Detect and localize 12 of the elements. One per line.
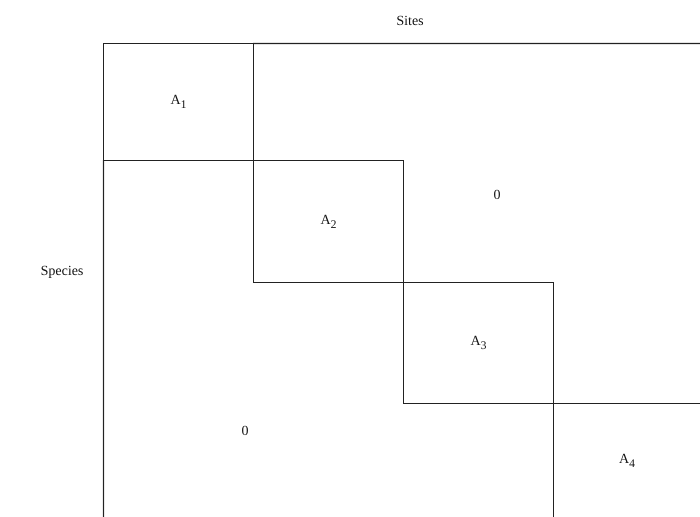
matrix-block [103,43,254,161]
matrix-block [253,160,404,283]
zero-label: 0 [494,188,500,204]
axis-title: Species [40,264,84,280]
zero-label: 0 [242,424,248,440]
block-label: A$_{3}$ [470,334,486,352]
block-label: A$_{2}$ [320,212,336,230]
axis-title: Sites [396,14,424,30]
block-label: A$_{1}$ [170,93,186,111]
matrix-block [403,282,554,404]
matrix-block [553,403,700,517]
block-label: A$_{4}$ [619,452,635,470]
